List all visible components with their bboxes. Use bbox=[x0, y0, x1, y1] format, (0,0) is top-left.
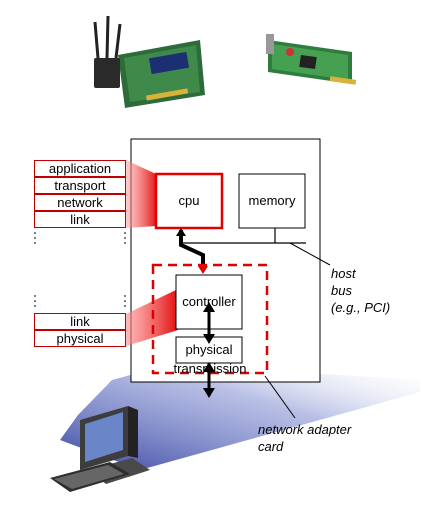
bus-callout-line bbox=[289, 242, 331, 266]
cpu-controller-link bbox=[179, 230, 205, 268]
host-bus-annotation-line2: bus bbox=[331, 283, 352, 298]
transmission-label: transmission bbox=[173, 361, 247, 376]
host-bus-annotation-line3: (e.g., PCI) bbox=[331, 300, 391, 315]
physical-label: physical bbox=[185, 342, 233, 357]
cpu-label: cpu bbox=[178, 193, 200, 208]
link-beam bbox=[60, 362, 420, 470]
host-stack-application: application bbox=[34, 160, 126, 177]
host-stack-transport: transport bbox=[34, 177, 126, 194]
network-adapter-annotation-line2: card bbox=[258, 439, 284, 454]
desktop-computer-icon bbox=[50, 406, 150, 492]
memory-label: memory bbox=[248, 193, 296, 208]
cpu-stack-beam bbox=[126, 160, 156, 228]
controller-label: controller bbox=[182, 294, 236, 309]
host-stack-network: network bbox=[34, 194, 126, 211]
cpu-box bbox=[154, 172, 224, 230]
adapter-stack-link: link bbox=[34, 313, 126, 330]
wireless-network-card-icon bbox=[93, 15, 205, 108]
host-stack-link: link bbox=[34, 211, 126, 228]
memory-box bbox=[238, 173, 306, 229]
ethernet-network-card-icon bbox=[266, 34, 357, 85]
adapter-stack-physical: physical bbox=[34, 330, 126, 347]
host-bus-annotation-line1: host bbox=[331, 266, 356, 281]
network-adapter-annotation-line1: network adapter bbox=[258, 422, 352, 437]
card-callout-line bbox=[264, 375, 296, 419]
